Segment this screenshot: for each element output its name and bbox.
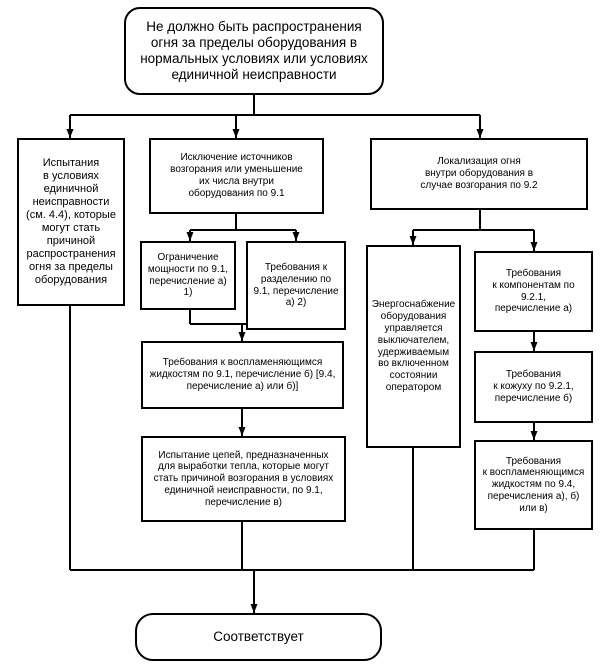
- liquid-requirements-text: Требования к воспламеняющимся жидкостям …: [482, 455, 585, 514]
- enclosure-requirements-text: Требования к кожуху по 9.2.1, перечислен…: [493, 369, 574, 404]
- top-requirement-box: Не должно быть распространения огня за п…: [124, 7, 384, 95]
- fire-containment-text: Локализация огня внутри оборудования в с…: [420, 156, 538, 191]
- single-fault-tests-text: Испытания в условиях единичной неисправн…: [26, 157, 116, 286]
- result-box: Соответствует: [135, 613, 382, 661]
- ignition-sources-box: Исключение источников возгорания или уме…: [149, 138, 324, 214]
- single-fault-tests-box: Испытания в условиях единичной неисправн…: [17, 138, 125, 306]
- power-limit-box: Ограничение мощности по 9.1, перечислени…: [140, 241, 236, 310]
- operator-switch-text: Энергоснабжение оборудования управляется…: [371, 299, 456, 393]
- separation-box: Требования к разделению по 9.1, перечисл…: [246, 241, 346, 330]
- separation-text: Требования к разделению по 9.1, перечисл…: [253, 261, 339, 309]
- ignition-sources-text: Исключение источников возгорания или уме…: [170, 152, 303, 199]
- power-limit-text: Ограничение мощности по 9.1, перечислени…: [147, 251, 229, 299]
- flammable-liquids-box: Требования к воспламеняющимся жидкостям …: [141, 341, 344, 409]
- flammable-liquids-text: Требования к воспламеняющимся жидкостям …: [149, 357, 336, 392]
- liquid-requirements-box: Требования к воспламеняющимся жидкостям …: [474, 440, 593, 530]
- heating-circuits-box: Испытание цепей, предназначенных для выр…: [141, 436, 346, 522]
- component-requirements-box: Требования к компонентам по 9.2.1, переч…: [474, 251, 593, 332]
- result-text: Соответствует: [213, 628, 304, 644]
- component-requirements-text: Требования к компонентам по 9.2.1, переч…: [492, 267, 575, 315]
- operator-switch-box: Энергоснабжение оборудования управляется…: [366, 245, 461, 448]
- enclosure-requirements-box: Требования к кожуху по 9.2.1, перечислен…: [474, 351, 593, 423]
- top-requirement-text: Не должно быть распространения огня за п…: [140, 18, 368, 83]
- fire-containment-box: Локализация огня внутри оборудования в с…: [370, 138, 588, 210]
- heating-circuits-text: Испытание цепей, предназначенных для выр…: [153, 449, 334, 508]
